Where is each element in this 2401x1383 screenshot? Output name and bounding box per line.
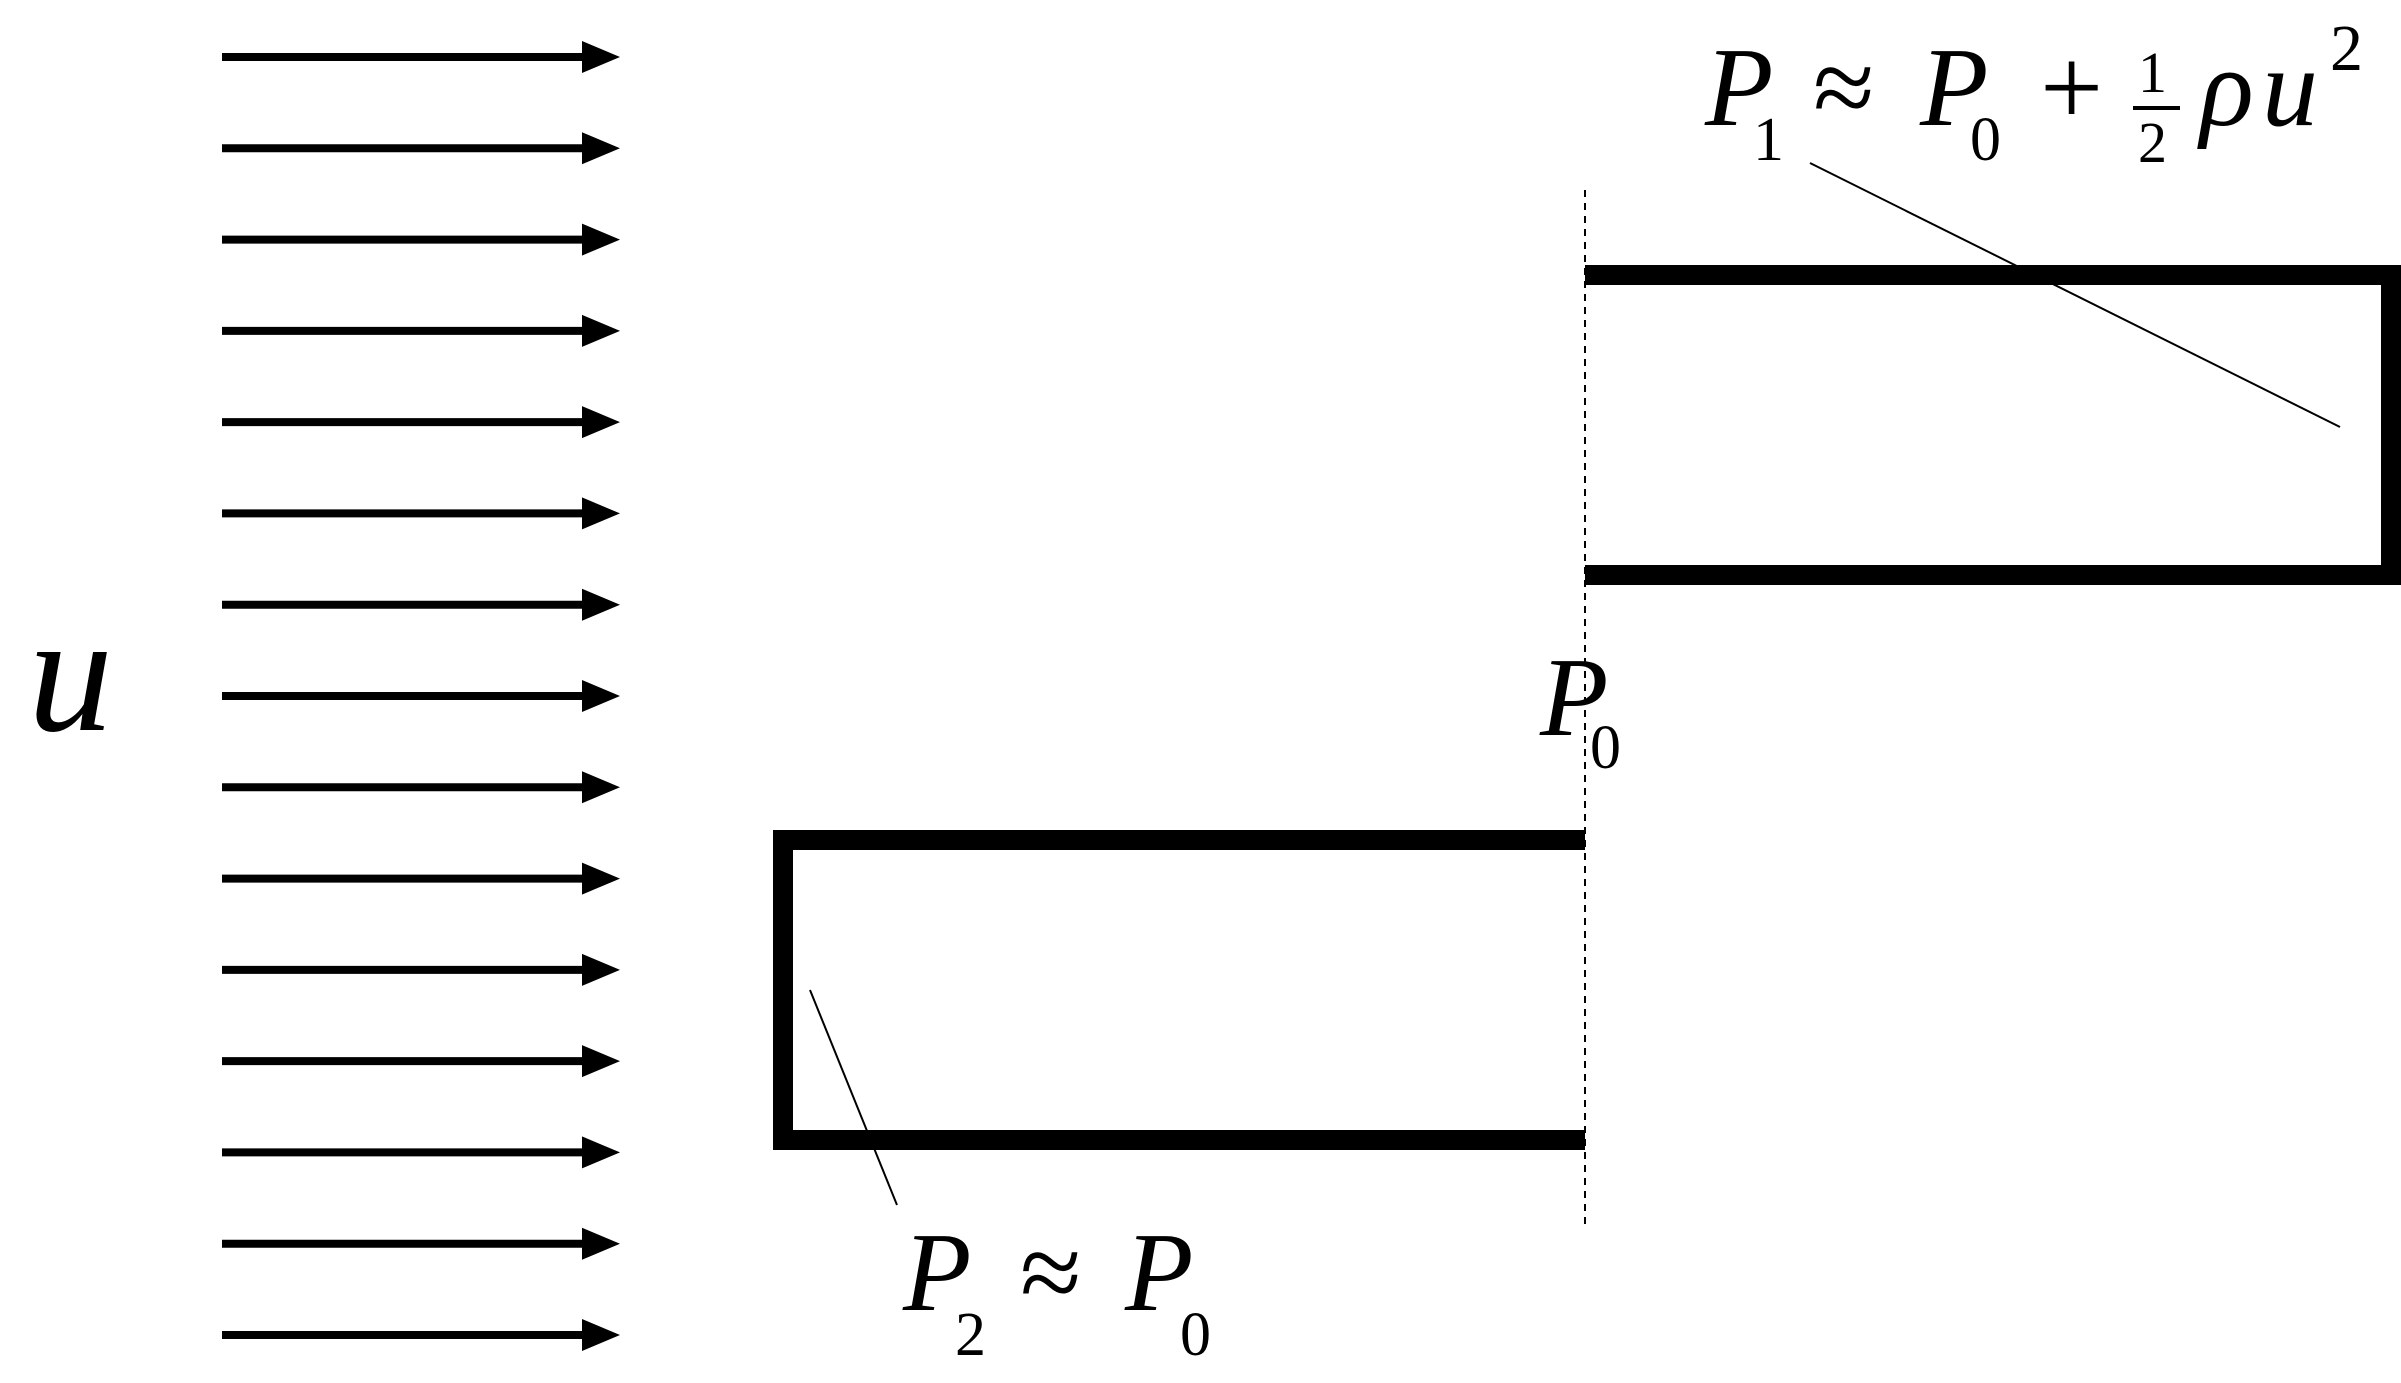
svg-text:+: + [2040,26,2103,150]
svg-text:0: 0 [1970,106,2001,174]
flow-arrow-head [582,223,620,256]
svg-text:0: 0 [1180,1301,1211,1369]
flow-arrow-head [582,41,620,73]
flow-arrow-head [582,1045,620,1078]
svg-text:P: P [1539,636,1608,760]
lower-tube [773,830,1585,1150]
p2-leader-line [809,989,898,1206]
flow-arrow-head [582,1319,620,1351]
svg-text:ρ: ρ [2197,26,2254,150]
svg-text:2: 2 [2330,12,2363,85]
p0-label: P 0 [1539,636,1621,782]
flow-arrow-head [582,497,620,530]
flow-arrow-head [582,406,620,439]
svg-text:2: 2 [955,1301,986,1369]
svg-text:2: 2 [2138,110,2167,175]
flow-arrow-head [582,1227,620,1260]
svg-text:P: P [1919,26,1988,150]
flow-arrow-head [582,680,620,712]
svg-text:u: u [2262,26,2318,150]
upper-tube [1585,265,2401,585]
svg-text:0: 0 [1590,714,1621,782]
svg-text:P: P [1124,1211,1193,1335]
p1-leader-line [1809,162,2341,428]
flow-arrow-head [582,862,620,895]
p1-label: P 1 ≈ P 0 + 1 2 ρ u 2 [1704,12,2363,175]
flow-arrow-head [582,1136,620,1169]
svg-text:≈: ≈ [1813,26,1874,150]
velocity-label: u [28,579,113,767]
svg-text:P: P [902,1211,971,1335]
svg-text:≈: ≈ [1020,1211,1081,1335]
flow-arrow-head [582,588,620,621]
flow-arrow-head [582,953,620,986]
flow-arrows [222,41,620,1351]
flow-arrow-head [582,132,620,165]
flow-arrow-head [582,314,620,347]
svg-text:P: P [1704,26,1773,150]
svg-text:1: 1 [1753,106,1784,174]
flow-arrow-head [582,771,620,804]
svg-text:1: 1 [2138,40,2167,105]
p2-label: P 2 ≈ P 0 [902,1211,1211,1369]
